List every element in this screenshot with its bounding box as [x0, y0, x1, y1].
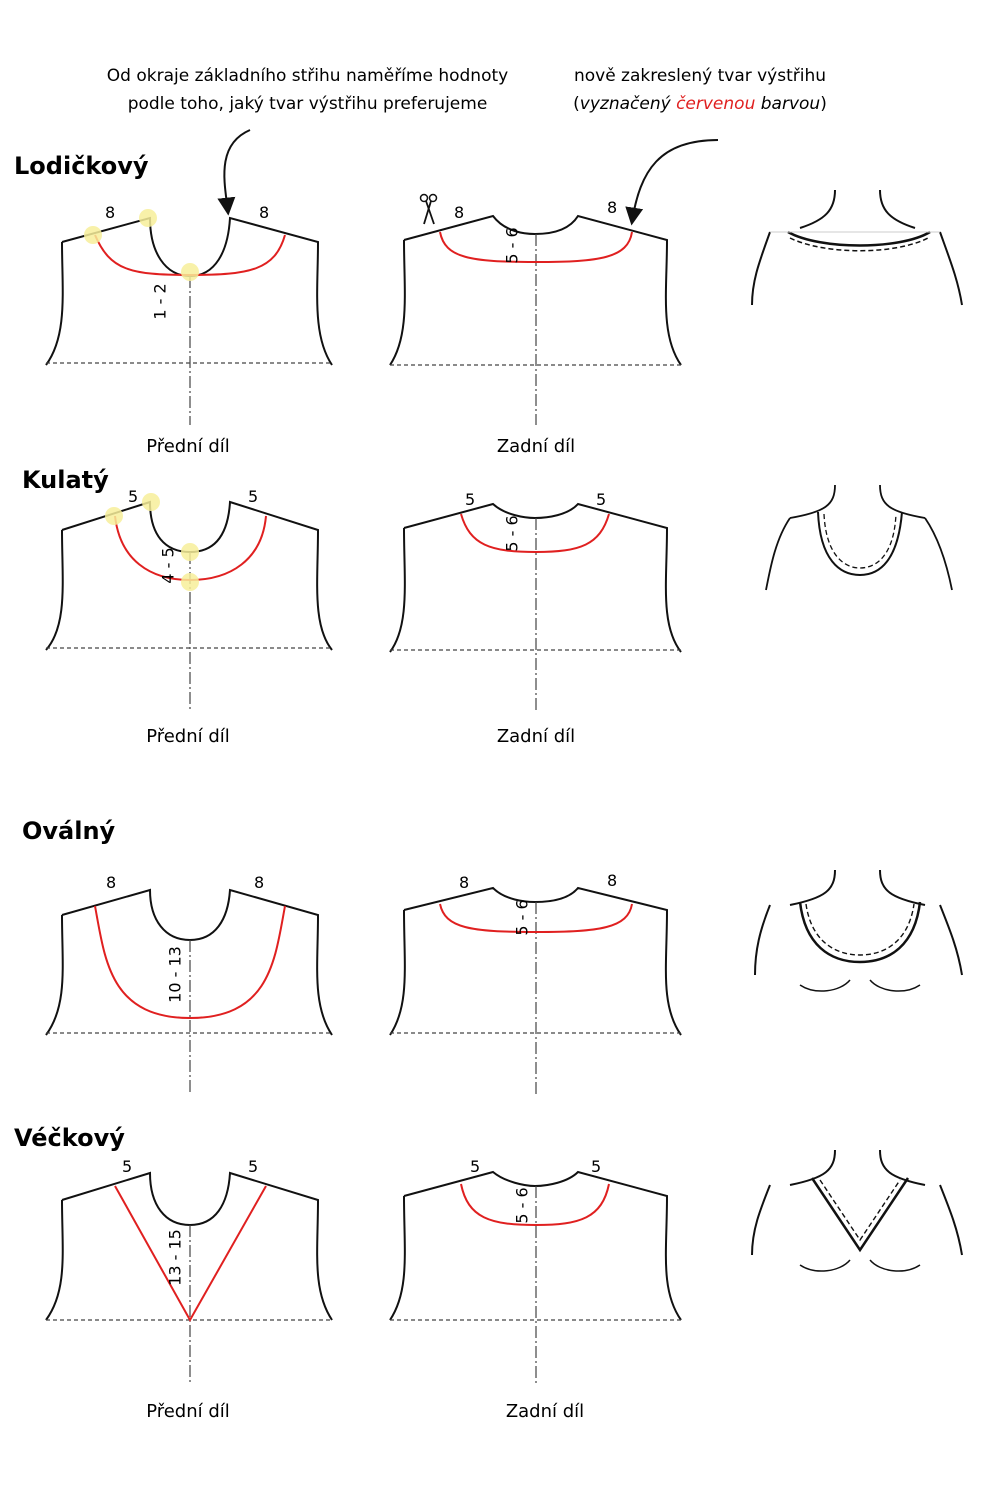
arrow-left-icon: [217, 129, 251, 216]
row3-front-bodice: [45, 888, 333, 1095]
row4-front-caption: Přední díl: [146, 1401, 230, 1422]
row1-back-caption: Zadní díl: [496, 436, 576, 457]
instruction-note-left-line1: Od okraje základního střihu naměříme hod…: [106, 66, 509, 86]
scissors-icon: [419, 193, 438, 225]
row1-back-bodice: [389, 214, 682, 425]
row1-front-right-value: 8: [259, 203, 270, 222]
row4-front-depth-value: 13 - 15: [165, 1229, 185, 1286]
row2-back-caption: Zadní díl: [496, 726, 576, 747]
row2-front-right-value: 5: [248, 487, 259, 506]
row2-front-left-value: 5: [128, 487, 139, 506]
instruction-note-right-line2: (vyznačený červenou barvou): [550, 90, 850, 118]
note-italic-1: vyznačený: [579, 94, 677, 114]
row2-back-depth-value: 5 - 6: [502, 515, 522, 552]
row2-front-depth-value: 4 - 5: [158, 547, 178, 584]
instruction-note-left-line2: podle toho, jaký tvar výstřihu preferuje…: [127, 94, 488, 114]
row2-back-bodice: [389, 502, 682, 710]
row2-back-right-value: 5: [596, 490, 607, 509]
paren-open: (: [573, 94, 580, 114]
row3-front-right-value: 8: [254, 873, 265, 892]
row4-front-bodice: [45, 1171, 333, 1385]
arrow-right-icon: [625, 139, 719, 226]
row4-back-right-value: 5: [591, 1157, 602, 1176]
row1-front-left-value: 8: [105, 203, 116, 222]
instruction-note-right-line1: nově zakreslený tvar výstřihu: [573, 66, 827, 86]
row1-front-depth-value: 1 - 2: [150, 283, 170, 320]
row4-back-bodice: [389, 1170, 682, 1385]
illustration-boat-neck: [751, 189, 963, 306]
row2-back-left-value: 5: [465, 490, 476, 509]
row4-front-right-value: 5: [248, 1157, 259, 1176]
paren-close: ): [820, 94, 827, 114]
row1-front-caption: Přední díl: [146, 436, 230, 457]
row3-back-depth-value: 5 - 6: [512, 899, 532, 936]
row1-back-left-value: 8: [454, 203, 465, 222]
instruction-note-left: Od okraje základního střihu naměříme hod…: [80, 62, 535, 118]
instruction-note-right: nově zakreslený tvar výstřihu (vyznačený…: [550, 62, 850, 118]
note-italic-2: barvou: [755, 94, 821, 114]
row2-front-bodice: [45, 493, 333, 710]
row1-title: Lodičkový: [14, 152, 149, 180]
row3-title: Oválný: [22, 817, 116, 845]
row2-title: Kulatý: [22, 466, 109, 494]
row3-back-bodice: [389, 886, 682, 1095]
row1-back-depth-value: 5 - 6: [502, 227, 522, 264]
row3-back-right-value: 8: [607, 871, 618, 890]
row3-front-left-value: 8: [106, 873, 117, 892]
row4-back-caption: Zadní díl: [505, 1401, 585, 1422]
row3-back-left-value: 8: [459, 873, 470, 892]
row2-front-caption: Přední díl: [146, 726, 230, 747]
illustration-oval-neck: [754, 869, 963, 992]
row1-back-right-value: 8: [607, 198, 618, 217]
row1-front-bodice: [45, 209, 333, 425]
note-red-word: červenou: [676, 94, 756, 114]
row3-front-depth-value: 10 - 13: [165, 946, 185, 1003]
row4-back-depth-value: 5 - 6: [512, 1187, 532, 1224]
row4-front-left-value: 5: [122, 1157, 133, 1176]
row4-title: Véčkový: [14, 1124, 125, 1152]
illustration-v-neck: [751, 1149, 963, 1272]
illustration-round-neck: [765, 484, 953, 591]
row4-back-left-value: 5: [470, 1157, 481, 1176]
